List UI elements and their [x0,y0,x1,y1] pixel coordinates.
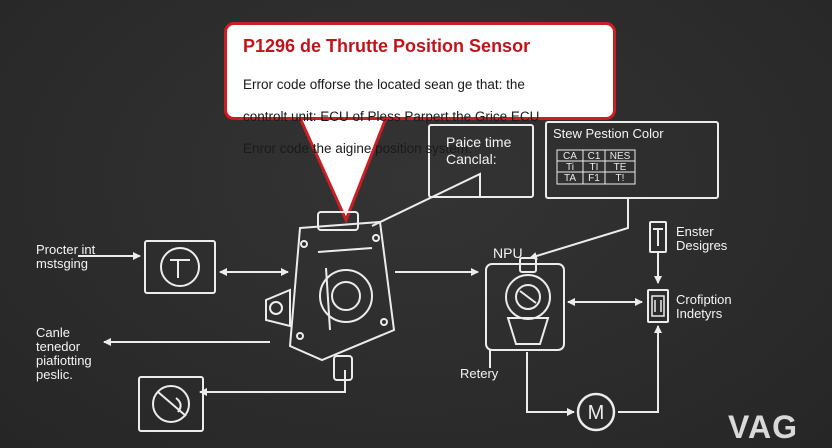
callout-title: P1296 de Thrutte Position Sensor [243,36,531,56]
brand-logo: VAG [728,409,798,445]
wire-body-to-pane [371,172,481,227]
npu-housing [485,263,565,351]
error-callout: P1296 de Thrutte Position Sensor Error c… [224,22,616,156]
throttle-plate-icon [152,385,190,423]
table-cell: TE [614,162,627,173]
callout-pointer [298,117,388,224]
wire-npu-to-motor [526,352,575,416]
wire-plate-to-body [199,370,346,396]
callout-line-3: Enror code the aigine position system. [243,141,472,156]
wire-motor-return [618,325,662,413]
label-enster: Enster Desigres [676,224,728,253]
label-procter: Procter int mstsging [36,242,96,271]
throttle-plate-box [138,376,204,432]
callout-line-1: Error code offorse the located sean ge t… [243,77,525,92]
label-croption: Crofiption Indetyrs [676,292,732,321]
motor-icon: M [576,392,616,432]
callout-body: Error code offorse the located sean ge t… [243,61,597,173]
table-cell: TI [590,162,599,173]
wire-stew-to-npu [529,198,629,260]
npu-sensor-icon [505,257,551,345]
table-cell: CA [563,151,577,162]
connector-icon [651,295,665,317]
table-cell: C1 [588,151,601,162]
label-stew-title: Stew Pestion Color [553,126,664,141]
callout-line-2: controlt unit: ECU of Pless Parpert the … [243,109,540,124]
table-cell: T! [616,173,625,184]
t-box-icon [653,228,663,246]
motor-symbol: M [588,402,605,424]
label-npu: NPU [493,245,523,261]
throttle-body-icon [265,211,396,381]
sensor-box [144,240,216,294]
label-retery: Retery [460,366,499,381]
table-cell: F1 [588,173,600,184]
table-cell: TA [564,173,576,184]
connector-box [647,289,669,323]
table-cell: NES [610,151,631,162]
label-canle: Canle tenedor piafiotting peslic. [36,325,92,382]
stew-table-grid [556,149,636,185]
stew-box [545,121,719,199]
stew-table-values: CA C1 NES Ti TI TE TA F1 T! [563,151,631,184]
table-cell: Ti [566,162,574,173]
sensor-t-icon [160,247,200,287]
label-pane: Paice time Canclal: [446,134,512,167]
